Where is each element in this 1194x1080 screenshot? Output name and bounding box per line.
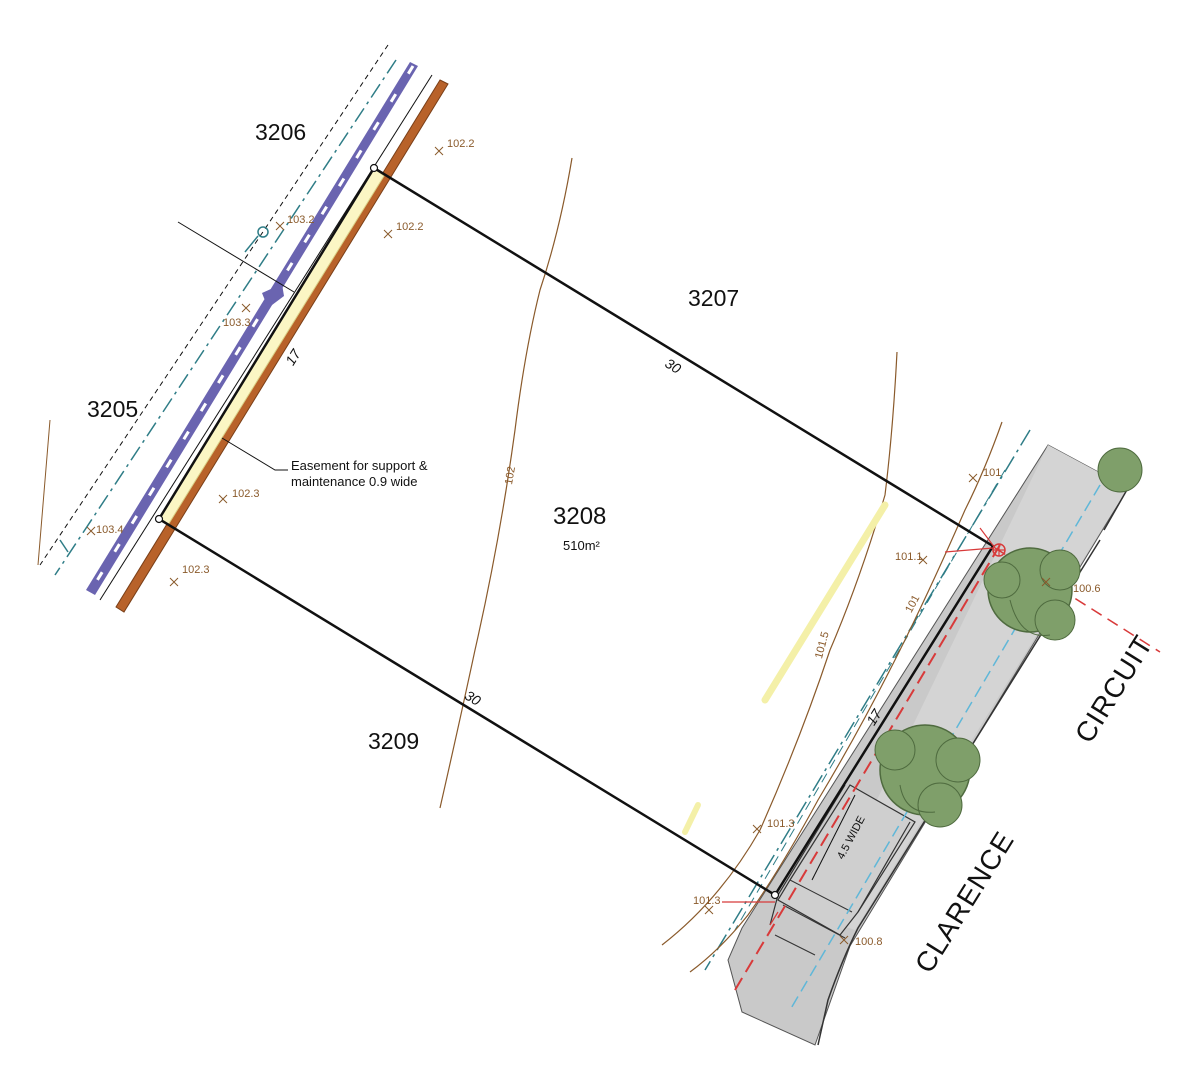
rear-fence-line — [99, 74, 433, 601]
spot-level: 102.2 — [447, 138, 475, 150]
street-tree-3 — [1097, 447, 1143, 493]
highlight-stroke-1 — [761, 501, 889, 704]
spot-level: 102.3 — [182, 564, 210, 576]
lot-number-3206: 3206 — [255, 119, 306, 145]
spot-level: 103.4 — [96, 524, 124, 536]
easement-note-line-2: maintenance 0.9 wide — [291, 474, 417, 489]
spot-level: 101 — [983, 467, 1001, 479]
contour-label: 101.5 — [813, 630, 832, 660]
spot-level: 101.3 — [693, 895, 721, 907]
contour-stub-rear — [37, 419, 51, 566]
driveway-crossing — [774, 879, 853, 956]
sewer-main-rear — [86, 62, 418, 595]
street-name-circuit: CIRCUIT — [1069, 630, 1159, 749]
lot-area: 510m² — [563, 538, 601, 553]
red-leader — [769, 911, 779, 926]
kerb-line — [817, 539, 1101, 1046]
corner-peg — [369, 163, 379, 173]
red-service-spur — [994, 547, 1161, 653]
sewer-main-dashes — [88, 65, 415, 593]
street-tree-1 — [983, 547, 1081, 641]
spot-level: 103.2 — [287, 214, 315, 226]
rear-service-tick-2 — [59, 539, 69, 553]
rear-boundary-features — [37, 44, 449, 613]
spot-level: 100.8 — [855, 936, 883, 948]
teal-service-line-2 — [734, 469, 1006, 931]
spot-level: 102.3 — [232, 488, 260, 500]
spot-level: 103.3 — [223, 317, 251, 329]
corner-peg — [770, 890, 780, 900]
dimension-south-side: 30 — [462, 687, 484, 709]
spot-level: 101.3 — [767, 818, 795, 830]
section-line — [177, 221, 295, 293]
lot-number-3209: 3209 — [368, 728, 419, 754]
spot-level-marks — [86, 146, 1051, 945]
stormwater-pit — [262, 284, 284, 308]
spot-level: 100.6 — [1073, 583, 1101, 595]
contour-label: 102 — [503, 465, 518, 485]
lot-number-3208: 3208 — [553, 503, 606, 530]
dimension-north-side: 30 — [662, 355, 684, 377]
retaining-wall — [115, 79, 449, 613]
red-leader — [979, 527, 996, 549]
corner-peg — [154, 514, 164, 524]
spot-level: 102.2 — [396, 221, 424, 233]
contour-102 — [439, 157, 573, 809]
street-tree-2 — [874, 724, 981, 828]
red-service-line — [734, 544, 1001, 991]
easement-leader — [221, 437, 288, 471]
kerb-return — [1103, 487, 1129, 531]
easement-note-line-1: Easement for support & — [291, 458, 428, 473]
driveway-cutout — [0, 0, 1, 1]
street-name-clarence: CLARENCE — [909, 826, 1020, 979]
contour-101 — [689, 421, 1003, 973]
lot-number-3207: 3207 — [688, 285, 739, 311]
service-node — [257, 226, 269, 238]
spot-level: 101.1 — [895, 551, 923, 563]
lot-number-3205: 3205 — [87, 396, 138, 422]
contours — [439, 157, 1003, 973]
highlight-stroke-2 — [682, 802, 701, 835]
rear-teal-line — [54, 59, 397, 576]
rear-service-tick — [244, 235, 259, 253]
red-leader — [944, 547, 994, 553]
driveway-dimension-line — [811, 794, 856, 881]
contour-label: 101 — [903, 593, 922, 615]
